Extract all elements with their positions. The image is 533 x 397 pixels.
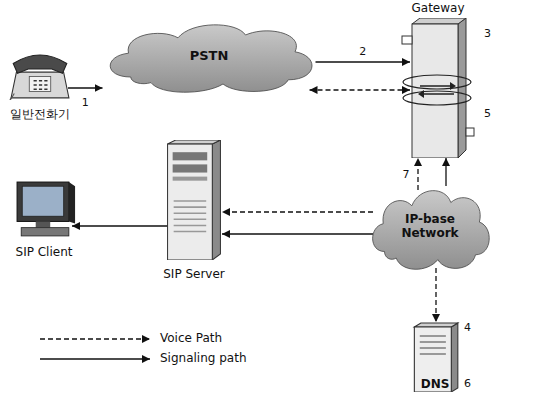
callout-number: 2 <box>357 45 368 58</box>
dns-server: DNS <box>410 322 460 392</box>
telephone-node: 일반전화기 <box>2 40 78 122</box>
ip-network-cloud: IP-base Network <box>365 178 495 276</box>
drawing-part <box>403 75 471 89</box>
drawing-part <box>173 177 208 181</box>
node-label: 일반전화기 <box>2 108 78 122</box>
drawing-part <box>36 221 51 227</box>
signaling-path <box>72 225 168 226</box>
signaling-path <box>445 158 446 186</box>
node-label: DNS <box>410 378 460 392</box>
drawing-part <box>29 76 50 91</box>
drawing-part <box>402 36 412 44</box>
drawing-part <box>420 85 450 87</box>
signaling-path <box>316 61 411 62</box>
callout-number: 4 <box>464 322 471 333</box>
drawing-part <box>403 91 471 105</box>
drawing-part <box>11 72 69 98</box>
drawing-part <box>173 152 208 160</box>
voice-path <box>435 268 436 322</box>
callout-number: 1 <box>80 96 91 109</box>
drawing-part <box>168 140 221 144</box>
drawing-part <box>418 90 424 98</box>
signaling-path-sample <box>40 358 150 359</box>
drawing-part <box>10 94 14 100</box>
voice-path <box>417 158 418 190</box>
drawing-part <box>420 336 446 354</box>
drawing-part <box>466 128 474 136</box>
drawing-part <box>458 18 466 158</box>
callout-number: 7 <box>401 168 412 181</box>
drawing-part <box>373 191 490 270</box>
drawing-part <box>22 186 63 216</box>
callout-number: 5 <box>484 108 491 119</box>
legend-text: Signaling path <box>160 351 247 365</box>
drawing-part <box>34 81 48 90</box>
legend-text: Voice Path <box>160 331 222 345</box>
monitor-outline <box>2 180 86 238</box>
voice-path-sample <box>40 338 150 339</box>
drawing-part <box>173 164 208 172</box>
gateway-outline <box>398 18 478 158</box>
drawing-part <box>450 82 456 90</box>
callout-number: 3 <box>484 28 491 39</box>
drawing-part <box>412 18 466 24</box>
pstn-cloud: PSTN <box>97 14 322 98</box>
voice-path <box>222 211 373 212</box>
drawing-part <box>21 228 69 236</box>
sip-server: SIP Server <box>156 140 232 282</box>
drawing-part <box>414 323 457 327</box>
voice-path <box>310 89 411 90</box>
drawing-part <box>168 144 213 260</box>
node-label: PSTN <box>97 49 322 64</box>
drawing-part <box>424 93 454 95</box>
drawing-part <box>212 140 220 260</box>
signaling-path <box>68 87 103 88</box>
drawing-part <box>17 182 69 221</box>
node-label: SIP Client <box>2 246 86 260</box>
server-outline <box>156 140 232 260</box>
node-label: Gateway <box>398 2 478 16</box>
sip-client: SIP Client <box>2 180 86 260</box>
drawing-part <box>451 323 458 392</box>
drawing-part <box>174 201 207 232</box>
drawing-part <box>69 182 75 223</box>
drawing-part <box>13 55 67 73</box>
signaling-path <box>222 233 373 234</box>
callout-number: 6 <box>464 378 471 389</box>
node-label: SIP Server <box>156 268 232 282</box>
phone-outline <box>2 40 78 100</box>
gateway-box: Gateway <box>398 2 478 158</box>
node-label: IP-base Network <box>388 213 472 241</box>
